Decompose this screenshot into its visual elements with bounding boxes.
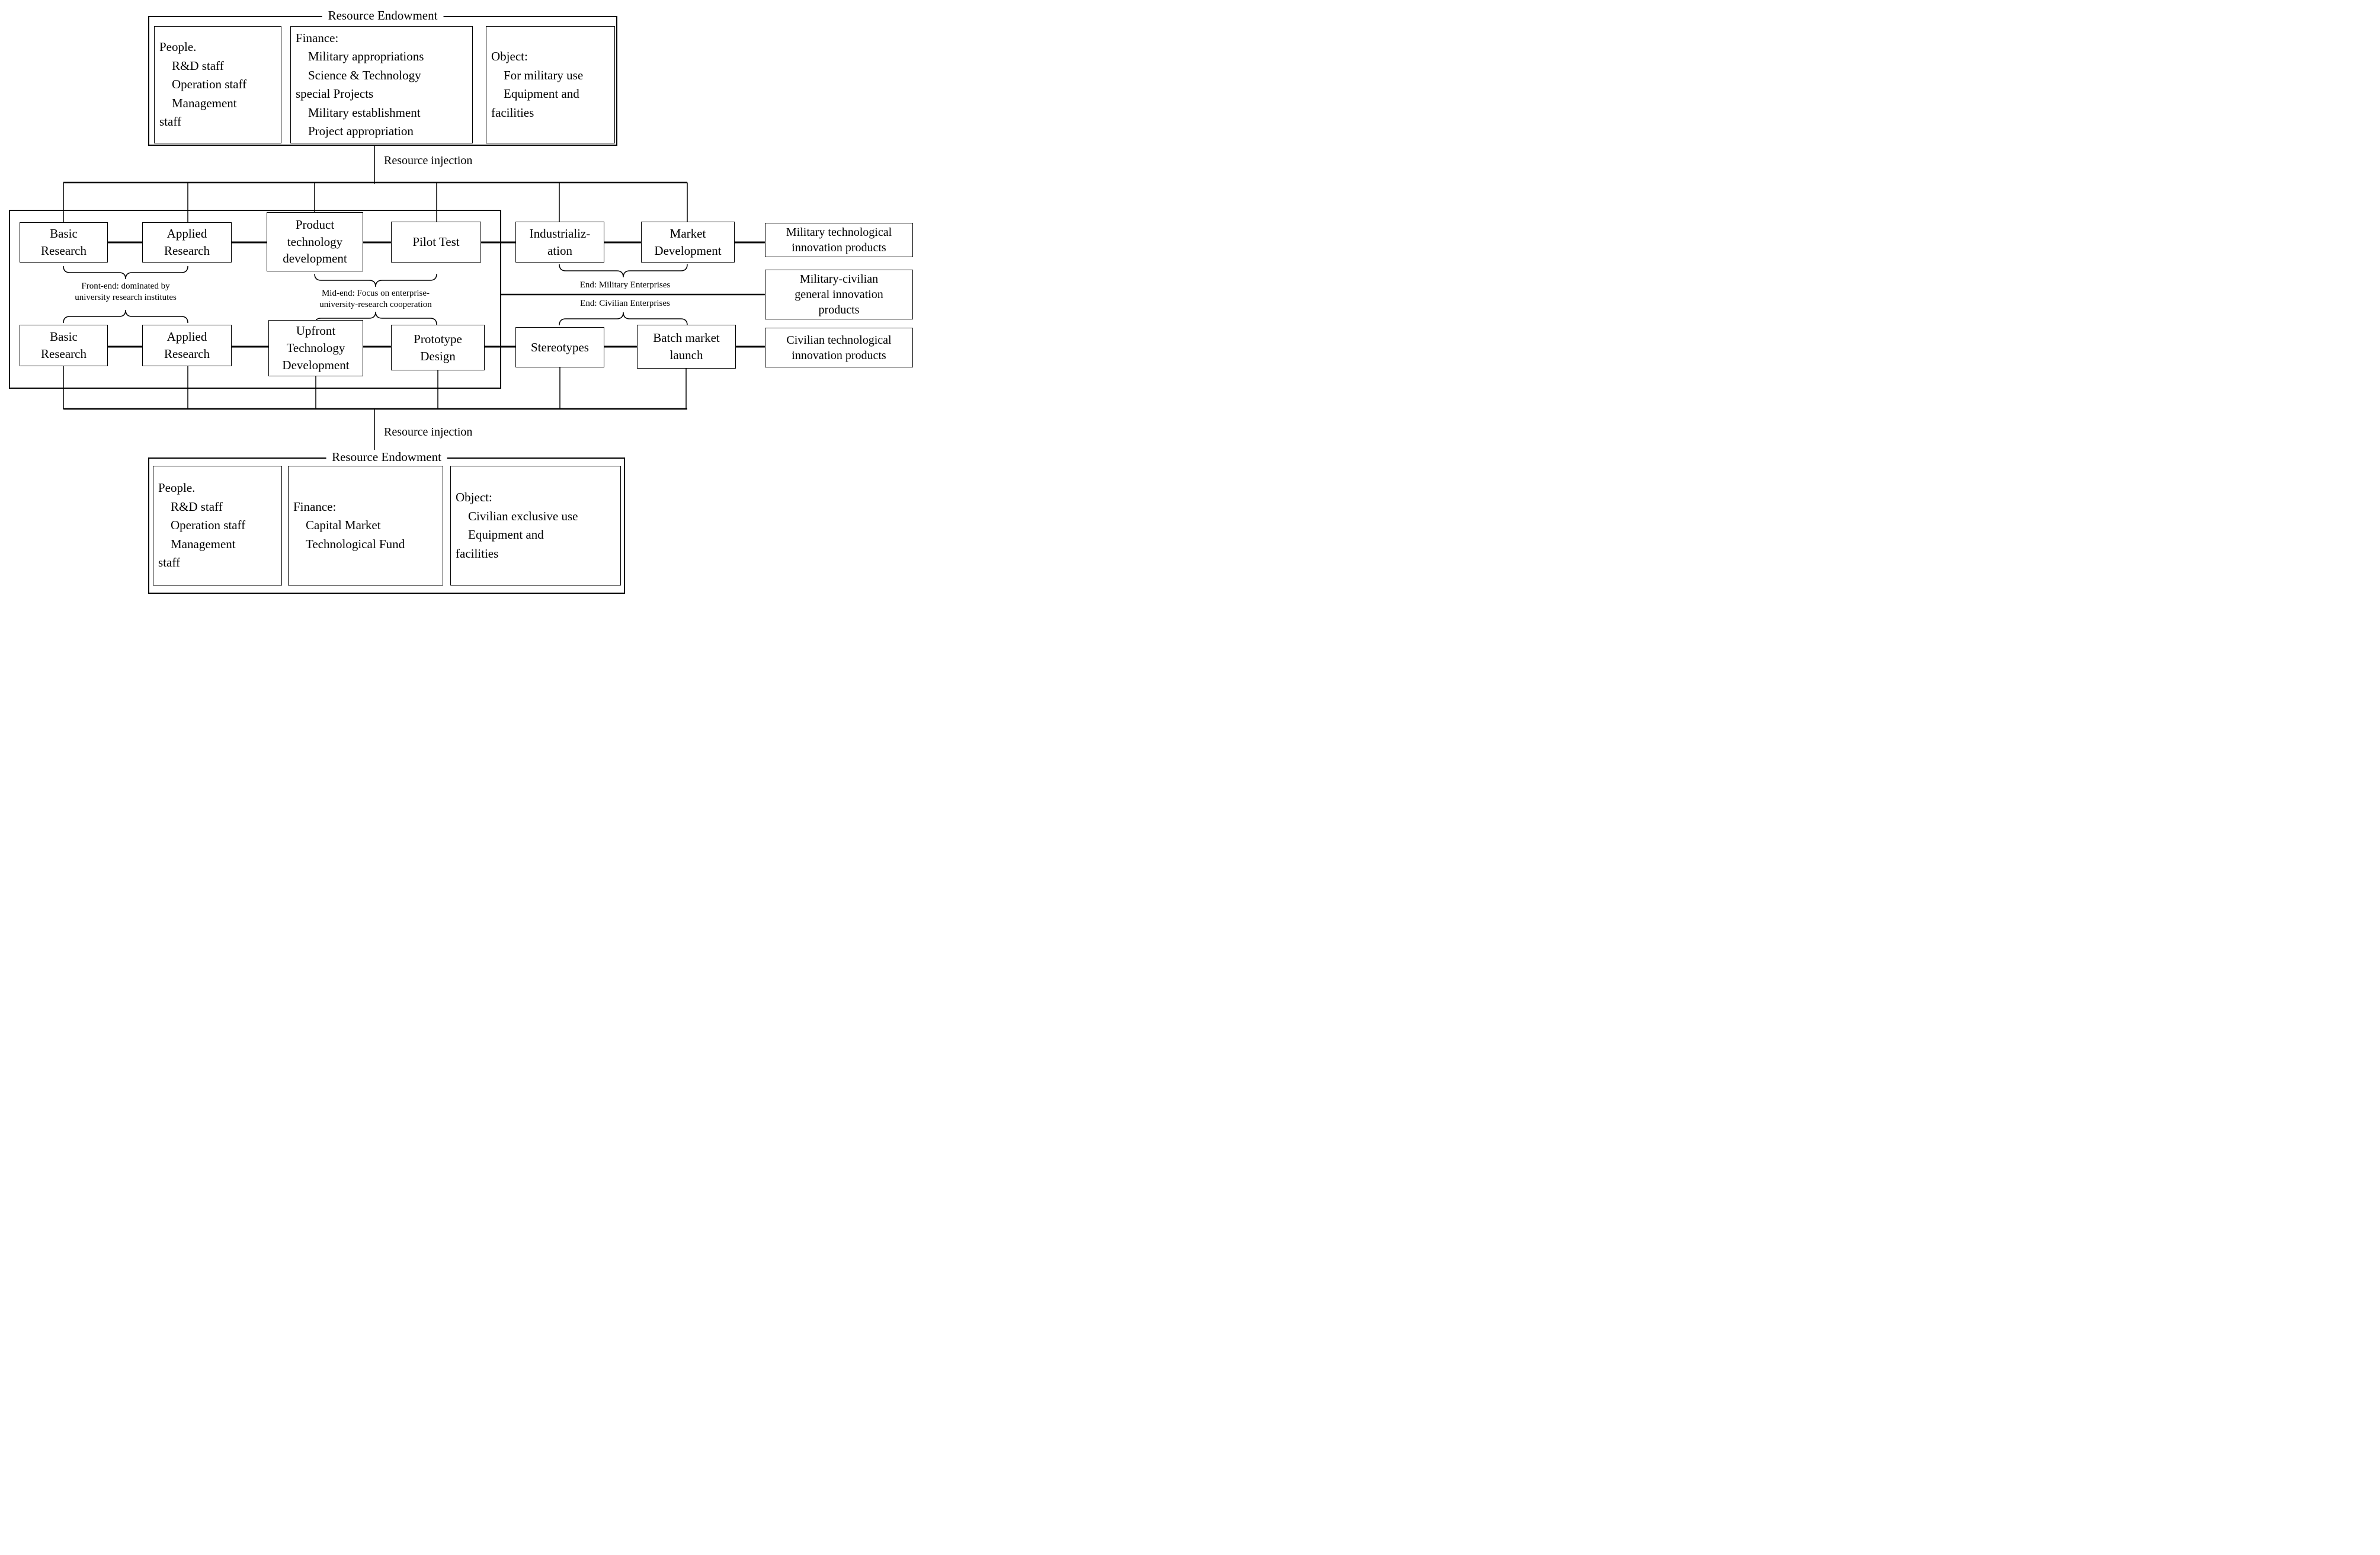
- civilian-basic-research-label: Basic Research: [41, 329, 87, 361]
- military-civilian-products-label: Military-civilian general innovation pro…: [795, 273, 883, 316]
- front-end-label: Front-end: dominated by university resea…: [75, 281, 177, 302]
- military-civilian-products-box: Military-civilian general innovation pro…: [765, 270, 913, 319]
- brace-end-civilian: [559, 312, 688, 326]
- product-technology-development-label: Product technology development: [283, 217, 347, 266]
- stereotypes-box: Stereotypes: [515, 327, 604, 367]
- military-innovation-products-box: Military technological innovation produc…: [765, 223, 913, 257]
- brace-front-end-top: [63, 265, 188, 280]
- top-people-text: People. R&D staff Operation staff Manage…: [159, 40, 247, 129]
- bottom-finance-text: Finance: Capital Market Technological Fu…: [293, 499, 405, 551]
- bottom-finance-box: Finance: Capital Market Technological Fu…: [288, 466, 443, 585]
- bottom-object-text: Object: Civilian exclusive use Equipment…: [456, 490, 578, 561]
- military-innovation-products-label: Military technological innovation produc…: [786, 226, 892, 254]
- brace-mid-end-top: [314, 273, 437, 287]
- batch-market-launch-label: Batch market launch: [653, 331, 720, 362]
- brace-end-military: [559, 264, 688, 278]
- batch-market-launch-box: Batch market launch: [637, 325, 736, 369]
- resource-injection-top-label: Resource injection: [384, 154, 473, 167]
- pilot-test-label: Pilot Test: [412, 235, 460, 249]
- upfront-technology-development-label: Upfront Technology Development: [282, 324, 350, 372]
- bottom-people-text: People. R&D staff Operation staff Manage…: [158, 481, 246, 570]
- diagram-canvas: Resource Endowment People. R&D staff Ope…: [0, 0, 915, 598]
- civilian-applied-research-label: Applied Research: [164, 329, 210, 361]
- pilot-test-box: Pilot Test: [391, 222, 481, 263]
- civilian-applied-research-box: Applied Research: [142, 325, 232, 366]
- product-technology-development-box: Product technology development: [267, 212, 363, 271]
- bottom-object-box: Object: Civilian exclusive use Equipment…: [450, 466, 621, 585]
- civilian-basic-research-box: Basic Research: [20, 325, 108, 366]
- top-people-box: People. R&D staff Operation staff Manage…: [154, 26, 281, 143]
- chains-outer-rectangle: [9, 210, 501, 389]
- resource-injection-bottom-label: Resource injection: [384, 425, 473, 439]
- military-applied-research-label: Applied Research: [164, 226, 210, 258]
- military-basic-research-label: Basic Research: [41, 226, 87, 258]
- connector-lines: [9, 146, 765, 457]
- prototype-design-box: Prototype Design: [391, 325, 485, 370]
- stereotypes-label: Stereotypes: [531, 340, 589, 354]
- upfront-technology-development-box: Upfront Technology Development: [268, 320, 363, 376]
- bottom-endowment-frame: Resource Endowment: [148, 450, 625, 594]
- bottom-endowment-title: Resource Endowment: [326, 450, 447, 465]
- end-military-label: End: Military Enterprises: [579, 280, 671, 290]
- market-development-box: Market Development: [641, 222, 735, 263]
- mid-end-label: Mid-end: Focus on enterprise- university…: [319, 289, 432, 309]
- industrialization-label: Industrializ- ation: [529, 226, 591, 258]
- brace-front-end-bottom: [63, 309, 188, 324]
- industrialization-box: Industrializ- ation: [515, 222, 604, 263]
- civilian-innovation-products-box: Civilian technological innovation produc…: [765, 328, 913, 367]
- prototype-design-label: Prototype Design: [414, 331, 462, 363]
- civilian-innovation-products-label: Civilian technological innovation produc…: [786, 333, 892, 362]
- top-finance-text: Finance: Military appropriations Science…: [296, 30, 424, 139]
- end-civilian-label: End: Civilian Enterprises: [580, 299, 670, 308]
- bottom-people-box: People. R&D staff Operation staff Manage…: [153, 466, 282, 585]
- military-applied-research-box: Applied Research: [142, 222, 232, 263]
- top-object-text: Object: For military use Equipment and f…: [491, 49, 584, 120]
- top-object-box: Object: For military use Equipment and f…: [486, 26, 615, 143]
- top-finance-box: Finance: Military appropriations Science…: [290, 26, 473, 143]
- market-development-label: Market Development: [654, 226, 722, 258]
- brace-mid-end-bottom: [314, 311, 437, 325]
- military-basic-research-box: Basic Research: [20, 222, 108, 263]
- top-endowment-title: Resource Endowment: [322, 8, 444, 23]
- top-endowment-frame: Resource Endowment: [148, 8, 617, 146]
